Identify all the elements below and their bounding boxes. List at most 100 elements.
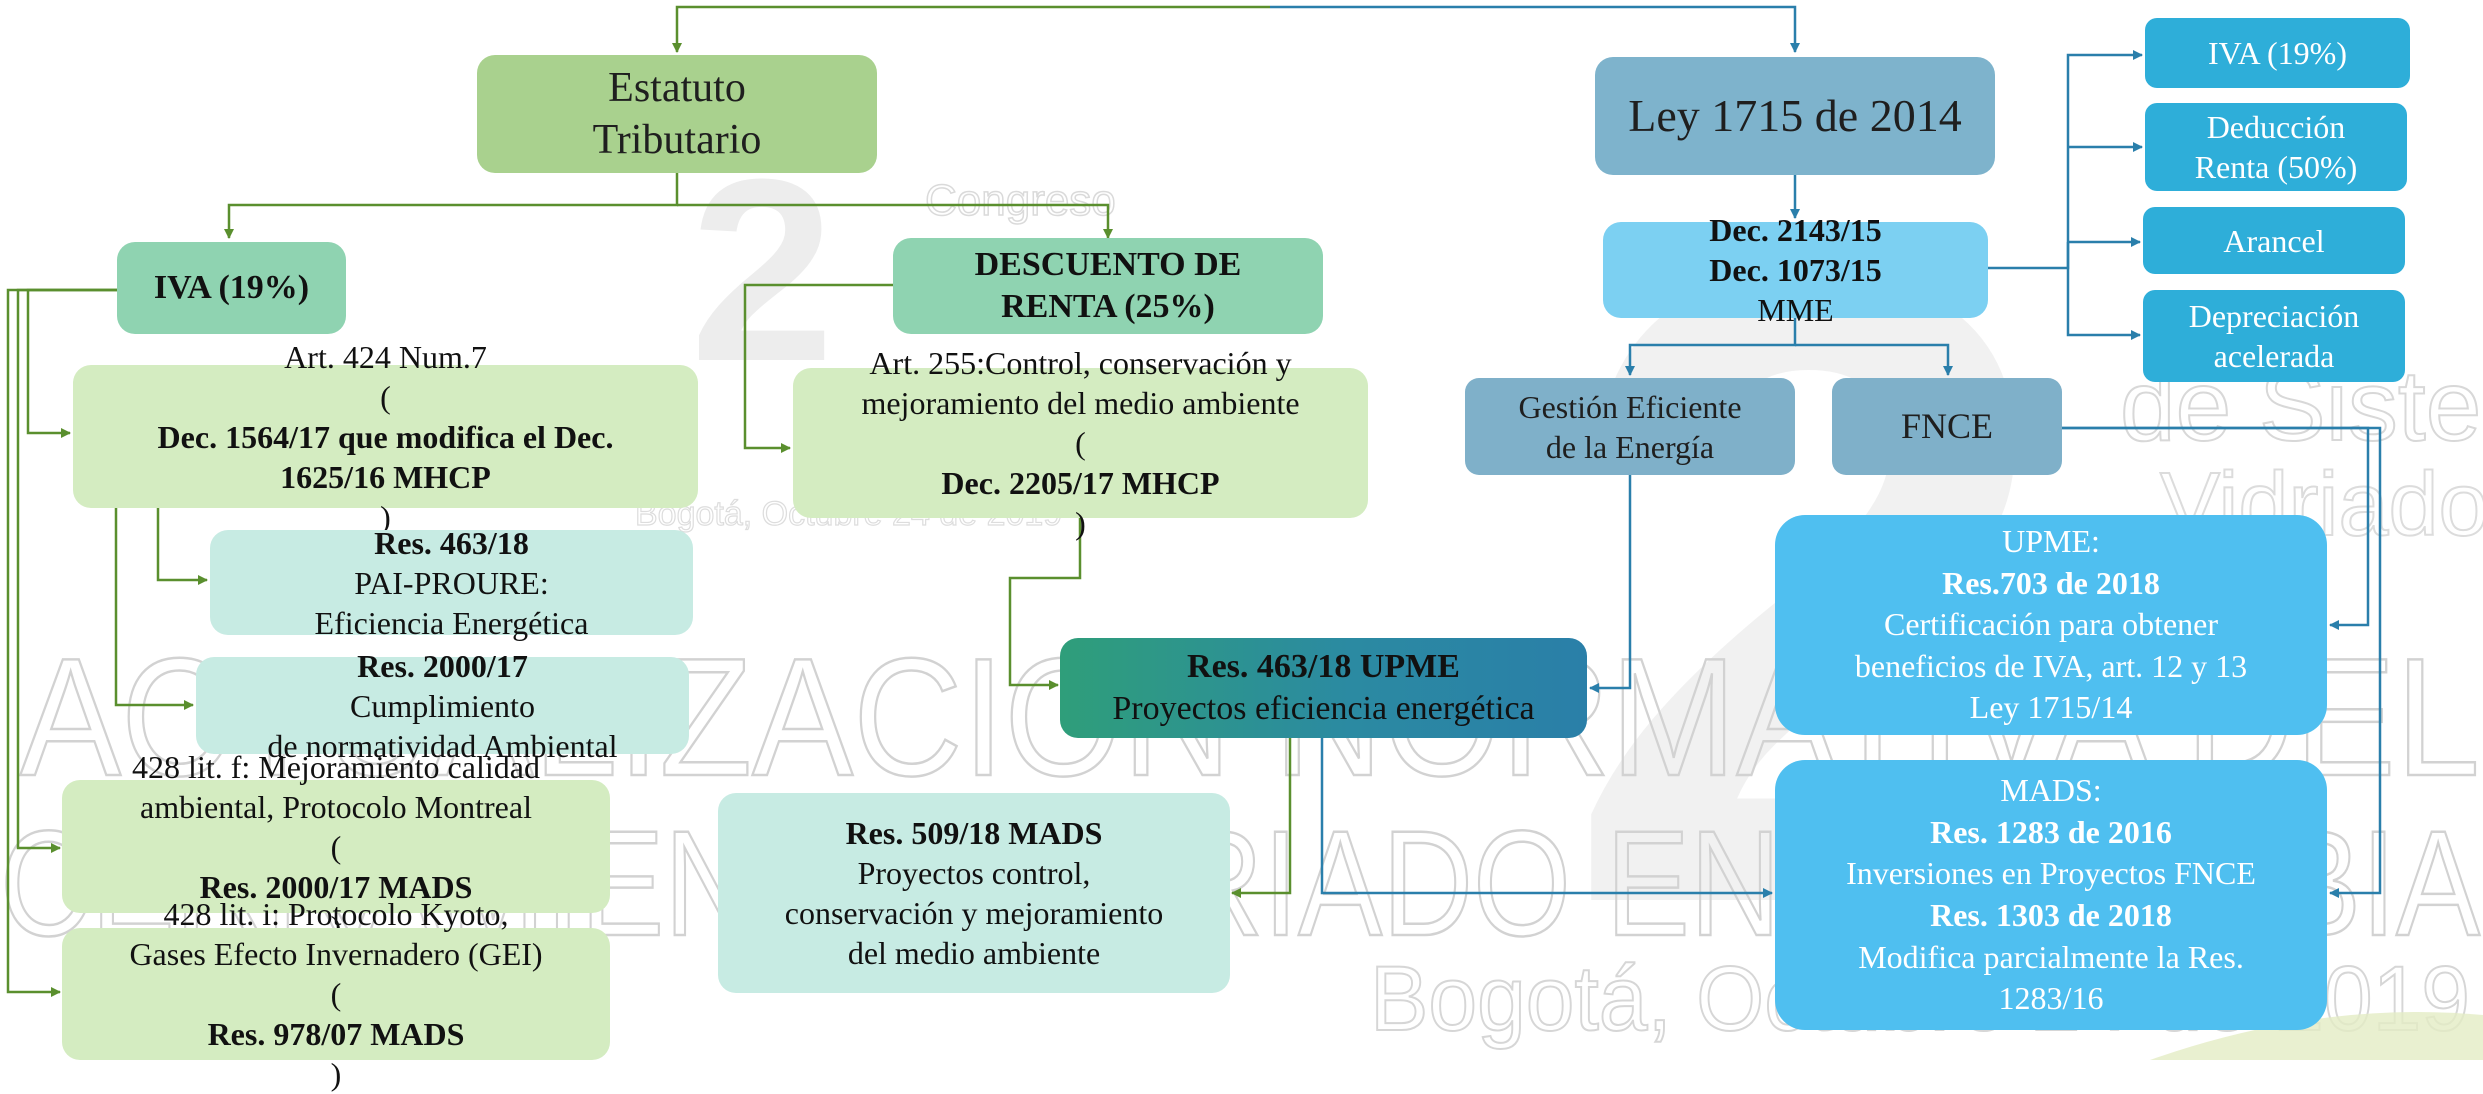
art424-line-3: 1625/16 MHCP) (280, 457, 491, 537)
res509-bold: Res. 509/18 MADS (845, 815, 1103, 851)
depreciacion-line-2: acelerada (2213, 338, 2335, 374)
lit-f-box: 428 lit. f: Mejoramiento calidad ambient… (62, 749, 610, 945)
wire-dec-to-gestion (1625, 318, 1797, 376)
estatuto-tributario-box: Estatuto Tributario (477, 55, 877, 173)
art255-line-3: ( Dec. 2205/17 MHCP) (941, 423, 1219, 543)
gestion-line-2: de la Energía (1545, 428, 1715, 465)
wire-dec-right-trunk (1985, 50, 2143, 270)
art424-line-1: Art. 424 Num.7 (284, 338, 487, 375)
lit-i-close: ) (330, 1056, 342, 1092)
descuento-renta-box: DESCUENTO DE RENTA (25%) (893, 238, 1323, 334)
res509-line-3: conservación y mejoramiento (784, 895, 1164, 931)
lit-f-line-3: (Res. 2000/17 MADS) (200, 827, 473, 947)
watermark-logo-congreso: Congreso (925, 176, 1116, 225)
wire-to-depreciacion (2066, 242, 2141, 340)
art424-box: Art. 424 Num.7 (Dec. 1564/17 que modific… (73, 339, 698, 535)
res509-line-2: Proyectos control, (857, 855, 1091, 891)
wire-fnce-to-mads (2062, 426, 2382, 898)
wire-descuento-to-art255 (743, 283, 898, 453)
wire-upme463-to-res509 (1231, 738, 1292, 898)
res509-box: Res. 509/18 MADS Proyectos control, cons… (718, 793, 1230, 993)
upme-line-1: UPME: (2002, 523, 2100, 560)
res2000-line-1: Res. 2000/17 Cumplimiento (350, 646, 535, 726)
art255-line-1: Art. 255:Control, conservación y (869, 345, 1292, 381)
mads-box: MADS: Res. 1283 de 2016 Inversiones en P… (1775, 760, 2327, 1030)
dec2143-box: Dec. 2143/15 Dec. 1073/15 MME (1603, 212, 1988, 328)
art424-open: ( (380, 378, 391, 415)
wire-art424-to-res463 (156, 508, 208, 585)
iva-right-label: IVA (19%) (2208, 35, 2347, 71)
dec2143-line-2: Dec. 1073/15 MME (1709, 250, 1881, 330)
lit-i-line-2: Gases Efecto Invernadero (GEI) (129, 936, 543, 972)
art255-open: ( (1075, 425, 1086, 461)
upme-line-3: Certificación para obtener (1883, 606, 2219, 643)
deduccion-line-1: Deducción (2206, 109, 2346, 145)
wire-upme463-to-mads (1320, 738, 1773, 898)
watermark-small-2: 2 (690, 126, 835, 416)
lit-i-res978: Res. 978/07 MADS (207, 1016, 465, 1052)
deduccion-line-2: Renta (50%) (2194, 149, 2358, 185)
upme-box: UPME: Res.703 de 2018 Certificación para… (1775, 515, 2327, 735)
art255-line-2: mejoramiento del medio ambiente (861, 385, 1300, 421)
gestion-line-1: Gestión Eficiente (1518, 388, 1742, 425)
mads-line-2: Res. 1283 de 2016 (1930, 813, 2172, 850)
estatuto-line-2: Tributario (592, 117, 762, 163)
lit-f-open: ( (330, 828, 342, 865)
wire-art424-to-res2000 (114, 508, 194, 710)
mads-line-5: Modifica parcialmente la Res. (1858, 938, 2244, 975)
arancel-box: Arancel (2143, 207, 2405, 274)
upme-line-5: Ley 1715/14 (1969, 689, 2133, 726)
res463-upme-bold: Res. 463/18 UPME (1187, 647, 1460, 685)
estatuto-line-1: Estatuto (608, 64, 746, 111)
art255-close: ) (1075, 505, 1086, 541)
wire-top-to-estatuto (672, 5, 1270, 53)
res463-upme-line-2: Proyectos eficiencia energética (1112, 690, 1535, 727)
res509-line-4: del medio ambiente (847, 935, 1101, 971)
art424-close: ) (380, 498, 391, 535)
upme-line-4: beneficios de IVA, art. 12 y 13 (1854, 647, 2248, 684)
lit-i-box: 428 lit. i: Protocolo Kyoto, Gases Efect… (62, 896, 610, 1092)
dec1073-bold: Dec. 1073/15 (1709, 252, 1882, 288)
lit-f-close: ) (330, 908, 342, 945)
res463-upme-line-1: Res. 463/18 UPME (1187, 646, 1460, 689)
res463-pai-rest: PAI-PROURE: (354, 564, 549, 601)
mads-line-4: Res. 1303 de 2018 (1930, 897, 2172, 933)
res463-pai-line-2: Eficiencia Energética (314, 604, 589, 641)
lit-f-line-2: ambiental, Protocolo Montreal (140, 788, 532, 825)
wire-estatuto-to-descuento (677, 203, 1113, 239)
dec2143-line-1: Dec. 2143/15 (1709, 212, 1882, 248)
art424-line-2: (Dec. 1564/17 que modifica el Dec. (158, 377, 614, 457)
art255-dec2205: Dec. 2205/17 MHCP (941, 465, 1220, 501)
wire-estatuto-split (224, 173, 679, 239)
descuento-line-2: RENTA (25%) (1001, 288, 1215, 325)
mads-line-3: Inversiones en Proyectos FNCE (1846, 855, 2256, 892)
res509-line-1: Res. 509/18 MADS (846, 813, 1103, 853)
iva-left-box: IVA (19%) (117, 242, 346, 334)
res463-pai-proure-box: Res. 463/18 PAI-PROURE: Eficiencia Energ… (210, 525, 693, 641)
gestion-eficiente-box: Gestión Eficiente de la Energía (1465, 378, 1795, 475)
res2000-rest: Cumplimiento (350, 687, 535, 724)
art424-dec1625: 1625/16 MHCP (280, 458, 491, 495)
upme-line-2: Res.703 de 2018 (1942, 564, 2160, 601)
res2000-box: Res. 2000/17 Cumplimiento de normativida… (196, 648, 689, 764)
depreciacion-line-1: Depreciación (2188, 298, 2360, 334)
res2000-bold: Res. 2000/17 (357, 647, 528, 684)
descuento-line-1: DESCUENTO DE (974, 245, 1242, 283)
ley1715-box: Ley 1715 de 2014 (1595, 57, 1995, 175)
lit-f-line-1: 428 lit. f: Mejoramiento calidad (132, 748, 540, 785)
wire-top-to-ley (1270, 5, 1800, 53)
arancel-label: Arancel (2223, 222, 2325, 259)
wire-art255-to-upme463 (1008, 518, 1082, 690)
lit-i-line-3: ( Res. 978/07 MADS) (208, 974, 465, 1094)
lit-i-open: ( (330, 976, 342, 1012)
res463-upme-box: Res. 463/18 UPME Proyectos eficiencia en… (1060, 638, 1587, 738)
iva-right-box: IVA (19%) (2145, 18, 2410, 88)
deduccion-box: Deducción Renta (50%) (2145, 103, 2407, 191)
lit-f-res2000: Res. 2000/17 MADS (199, 868, 473, 905)
mads-line-1: MADS: (2000, 772, 2102, 809)
fnce-box: FNCE (1832, 378, 2062, 475)
mads-line-6: 1283/16 (1998, 980, 2104, 1017)
fnce-label: FNCE (1900, 406, 1994, 446)
art424-dec1564: Dec. 1564/17 que modifica el Dec. (157, 418, 614, 455)
depreciacion-box: Depreciación acelerada (2143, 290, 2405, 382)
